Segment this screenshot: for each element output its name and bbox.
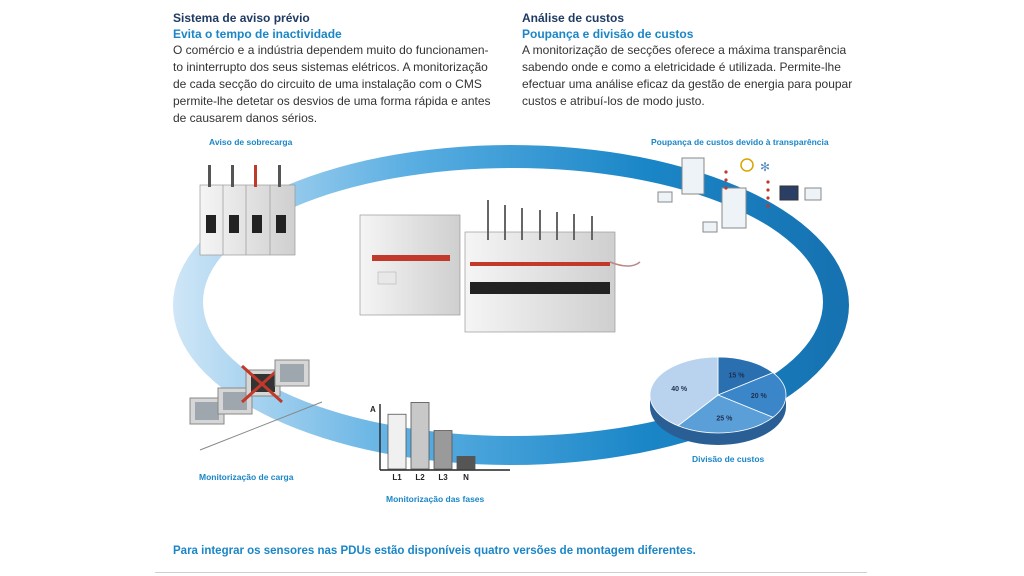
phase-bar-l2: [410, 401, 430, 470]
transparency-label: Poupança de custos devido à transparênci…: [651, 137, 829, 147]
left-section-line: O comércio e a indústria dependem muito …: [173, 43, 489, 57]
right-section-line: A monitorização de secções oferece a máx…: [522, 43, 847, 57]
right-section-line: sabendo onde e como a eletricidade é uti…: [522, 60, 841, 74]
pie-slice: [649, 356, 719, 427]
right-section-line: custos e atribuí-los de modo justo.: [522, 94, 705, 108]
phase-tick-label: L1: [392, 473, 402, 482]
load-monitoring-label: Monitorização de carga: [199, 472, 294, 482]
phase-monitoring-label: Monitorização das fases: [386, 494, 485, 504]
phase-tick-label: L2: [415, 473, 425, 482]
right-section-title: Análise de custos: [522, 11, 625, 25]
phase-bar-n: [456, 456, 476, 470]
phase-bar-l3: [433, 430, 453, 470]
left-section-line: de causarem danos sérios.: [173, 111, 318, 125]
overload-label: Aviso de sobrecarga: [209, 137, 293, 147]
svg-text:✻: ✻: [760, 160, 770, 174]
left-section-line: de cada secção do circuito de uma instal…: [173, 77, 482, 91]
central-devices-illustration: [359, 200, 641, 333]
cost-pie-chart: 15 % 20 % 25 % 40 %: [649, 356, 787, 445]
pie-slice: [677, 394, 774, 434]
footer-note: Para integrar os sensores nas PDUs estão…: [173, 545, 696, 557]
right-section-line: efectuar uma análise eficaz da gestão de…: [522, 77, 853, 91]
pie-slice-label: 20 %: [751, 393, 768, 400]
phase-bar-l1: [387, 413, 407, 470]
pie-slice-label: 25 %: [716, 416, 733, 423]
left-section-subtitle: Evita o tempo de inactividade: [173, 27, 342, 41]
pie-slice-label: 40 %: [671, 386, 688, 393]
overload-breakers-illustration: [199, 165, 296, 256]
left-section-line: to ininterrupto dos seus sistemas elétri…: [173, 60, 488, 74]
transparency-icons: ✻: [657, 157, 822, 233]
phase-tick-label: N: [463, 473, 469, 482]
left-section-line: permite-lhe detetar os desvios de uma fo…: [173, 94, 491, 108]
pie-slice: [716, 372, 787, 418]
pie-slice: [717, 356, 774, 396]
pie-slice-label: 15 %: [729, 373, 746, 380]
left-section-title: Sistema de aviso prévio: [173, 11, 310, 25]
phase-bar-chart: A L1 L2 L3 N: [370, 401, 510, 482]
cost-split-label: Divisão de custos: [692, 454, 765, 464]
right-section-subtitle: Poupança e divisão de custos: [522, 27, 694, 41]
phase-tick-label: L3: [438, 473, 448, 482]
phase-ylabel: A: [370, 405, 376, 414]
left-section: Sistema de aviso prévio Evita o tempo de…: [173, 10, 513, 127]
footer-divider: [155, 572, 867, 573]
right-section: Análise de custos Poupança e divisão de …: [522, 10, 867, 110]
computers-illustration: [189, 359, 323, 451]
